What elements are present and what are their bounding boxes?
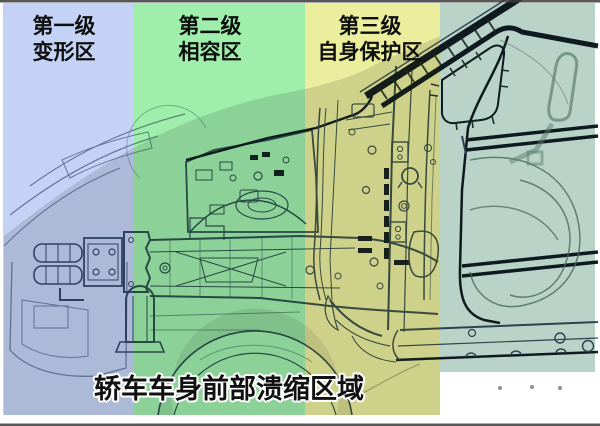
photo-bottom-edge <box>0 423 600 426</box>
zone3-level-label: 第三级 <box>339 14 402 38</box>
zone2-level-label: 第二级 <box>179 14 242 38</box>
zone1-name-label: 变形区 <box>33 40 96 64</box>
diagram-caption: 轿车车身前部溃缩区域 <box>94 373 364 404</box>
body-region-overlay <box>440 3 595 372</box>
photo-top-edge <box>0 0 600 3</box>
zone2-name-label: 相容区 <box>179 40 242 64</box>
zone-overlay-self-protection <box>305 3 440 415</box>
zone-labels: 第一级 变形区 第二级 相容区 第三级 自身保护区 <box>33 14 423 64</box>
part-marks <box>498 385 562 390</box>
zone-overlay-deformation <box>3 3 134 415</box>
zone-overlays <box>3 3 595 415</box>
zone-overlay-compatibility <box>134 3 305 415</box>
zone3-name-label: 自身保护区 <box>318 40 423 64</box>
zone1-level-label: 第一级 <box>33 14 96 38</box>
